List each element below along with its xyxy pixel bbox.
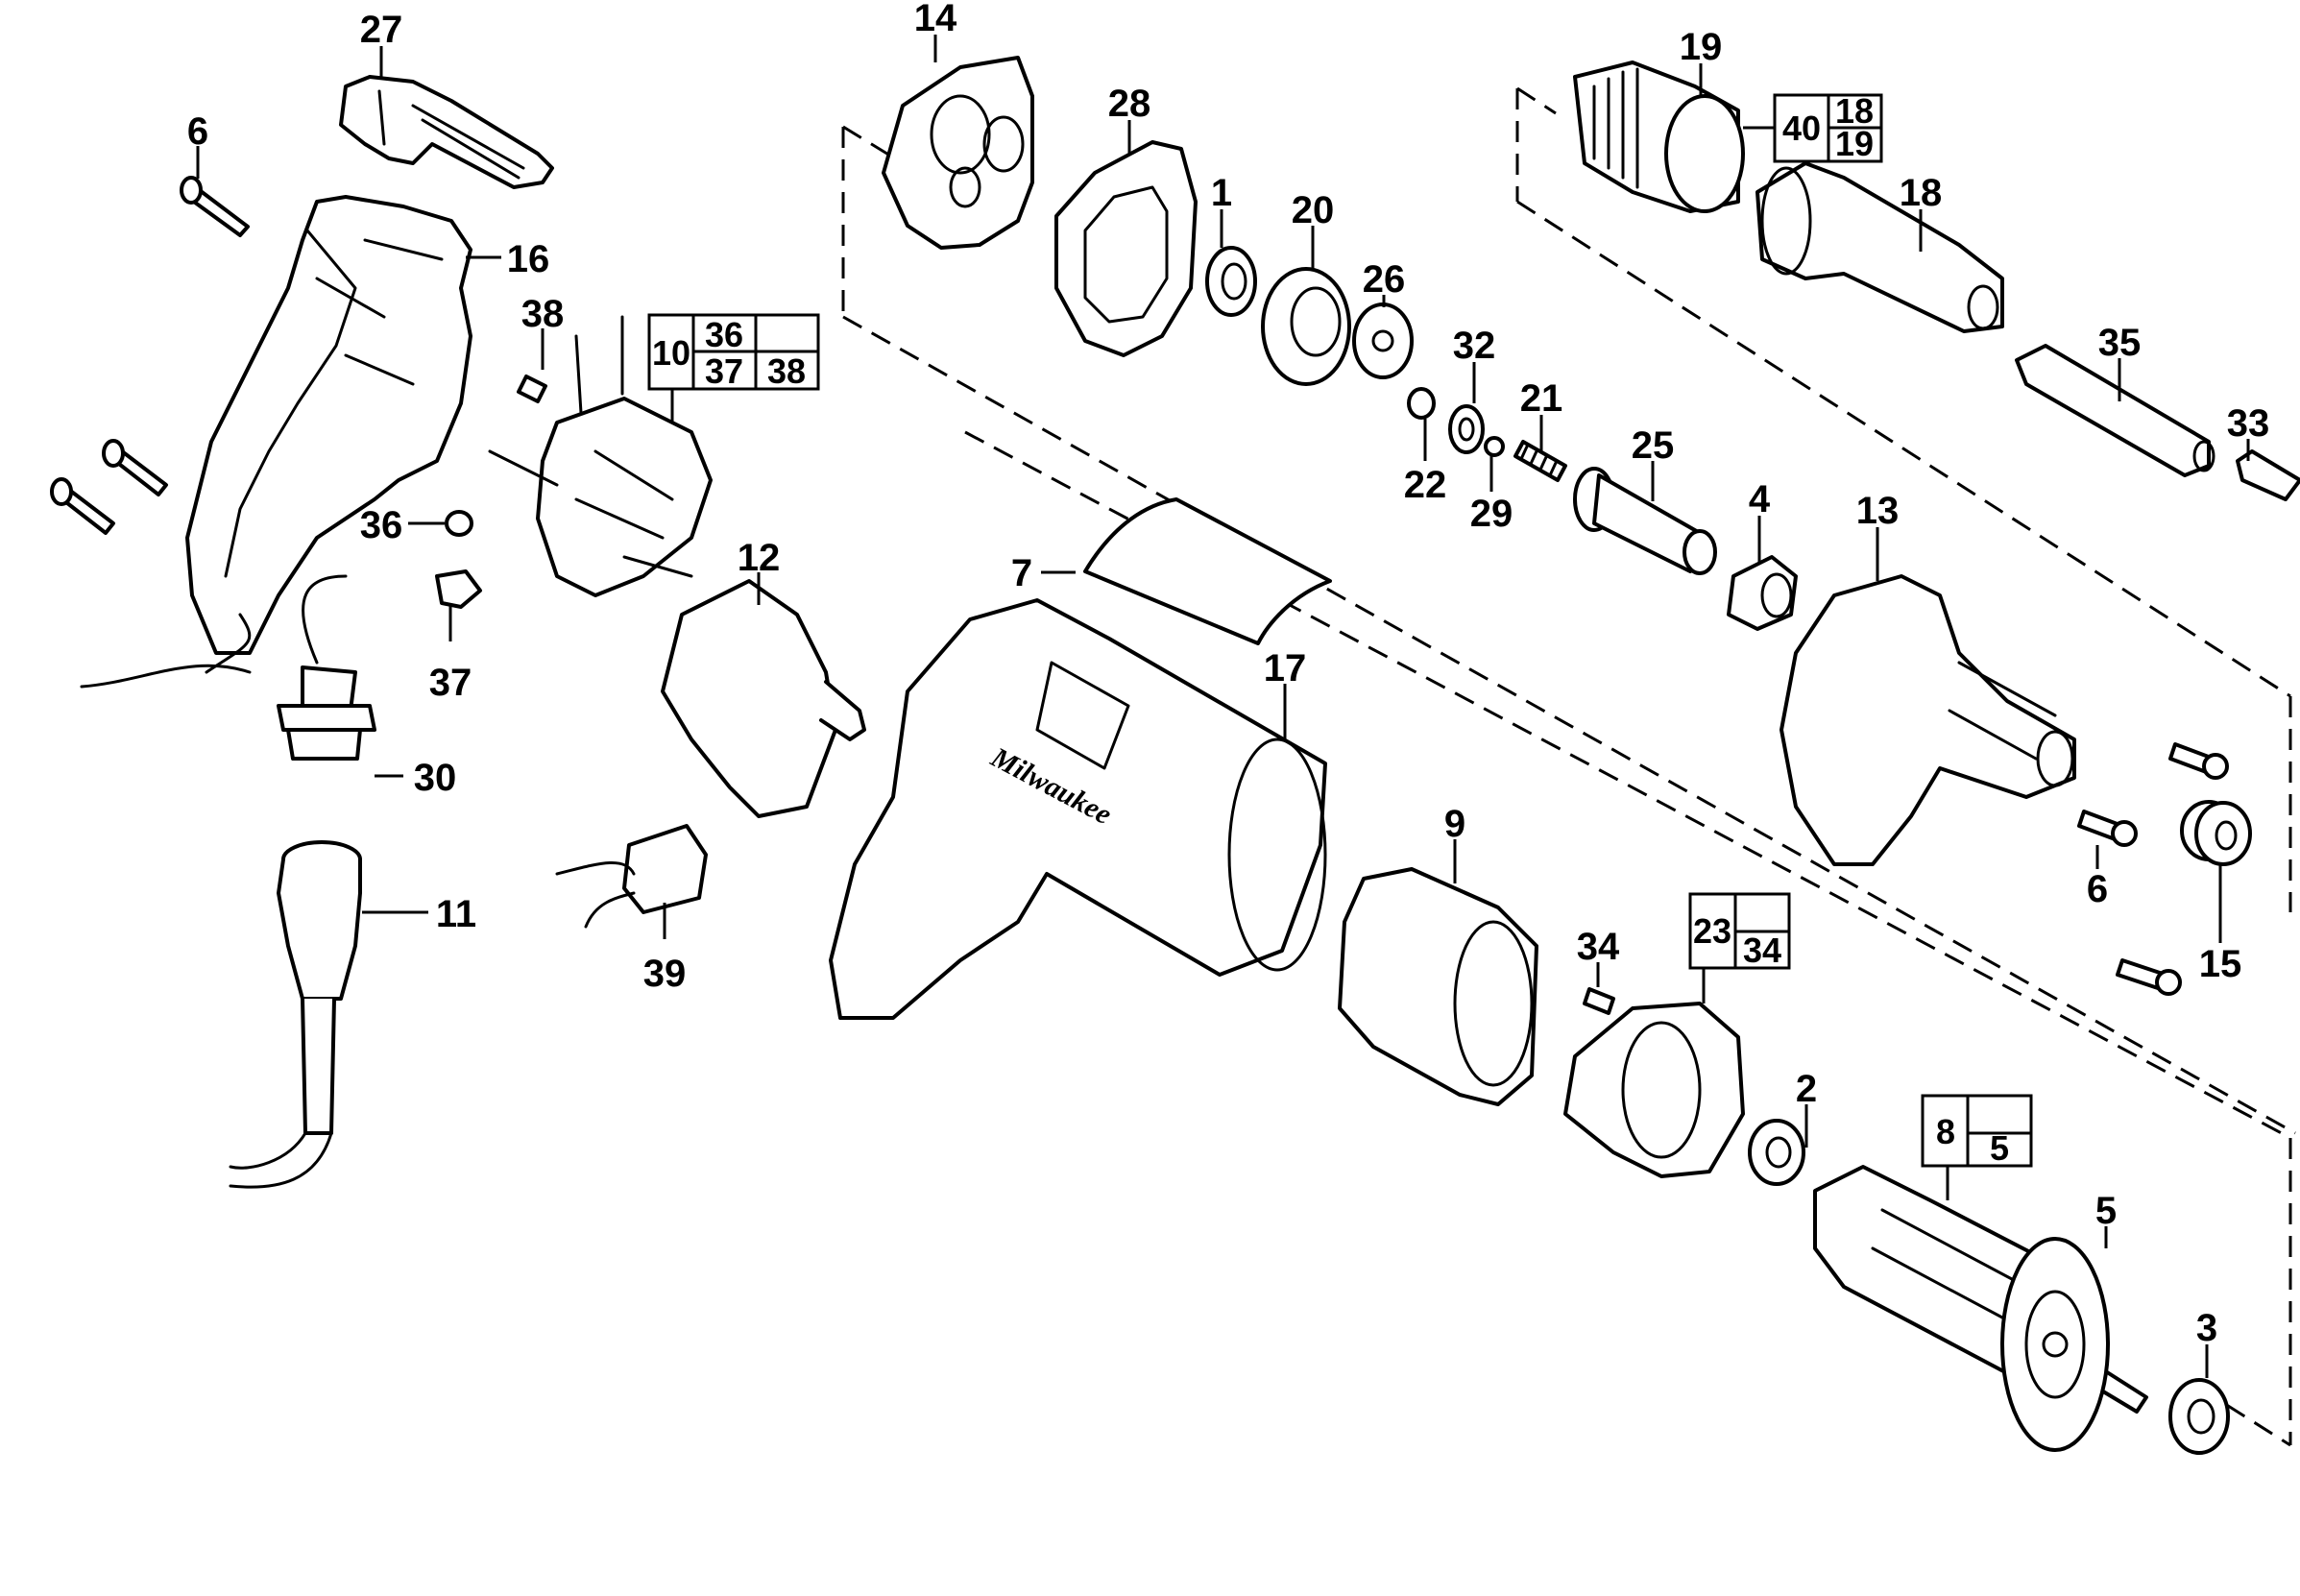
kit-10-cell-37: 37 bbox=[705, 351, 743, 391]
spindle-part bbox=[1573, 467, 1717, 575]
locator-sleeve-part bbox=[1573, 60, 1745, 213]
callout-34[interactable]: 34 bbox=[1577, 926, 1620, 968]
screw-handle-part bbox=[50, 176, 250, 535]
callout-33[interactable]: 33 bbox=[2227, 402, 2270, 445]
gear-part bbox=[1261, 267, 1351, 386]
motor-housing-part: Milwaukee bbox=[829, 598, 1327, 1020]
callout-30[interactable]: 30 bbox=[414, 757, 457, 799]
kit-10-main: 10 bbox=[652, 333, 690, 373]
gasket-part bbox=[1054, 140, 1198, 357]
brush-holder-part bbox=[488, 315, 713, 597]
kit-box-23[interactable]: 23 34 bbox=[1688, 892, 1791, 970]
callout-28[interactable]: 28 bbox=[1108, 83, 1151, 125]
callout-21[interactable]: 21 bbox=[1520, 377, 1563, 420]
belt-clip-part bbox=[339, 75, 554, 189]
washer-part bbox=[1448, 404, 1485, 454]
bit-holder-part bbox=[2015, 344, 2215, 477]
callout-11[interactable]: 11 bbox=[436, 893, 476, 935]
clutch-part bbox=[1352, 302, 1414, 379]
callout-36[interactable]: 36 bbox=[360, 504, 403, 546]
callout-17[interactable]: 17 bbox=[1264, 647, 1307, 689]
screw-gear-case-part bbox=[2077, 742, 2229, 996]
bearing-plate-part bbox=[882, 56, 1034, 250]
callout-14[interactable]: 14 bbox=[914, 0, 957, 39]
callout-5[interactable]: 5 bbox=[2095, 1190, 2117, 1232]
spacer-part bbox=[1407, 387, 1436, 420]
ball-bearing-1-part bbox=[1205, 246, 1257, 317]
kit-box-10[interactable]: 10 36 37 38 bbox=[647, 313, 820, 391]
callout-29[interactable]: 29 bbox=[1470, 493, 1513, 535]
callout-16[interactable]: 16 bbox=[507, 238, 550, 280]
boundary-motor-upper bbox=[964, 430, 2291, 1140]
kit-box-40[interactable]: 40 18 19 bbox=[1773, 91, 1883, 163]
ball-bearing-2-part bbox=[1748, 1119, 1805, 1186]
needle-bearing-part bbox=[1727, 555, 1798, 631]
kit-box-8[interactable]: 8 5 bbox=[1921, 1094, 2033, 1168]
boundary-nose-diag bbox=[1516, 200, 2291, 698]
callout-13[interactable]: 13 bbox=[1856, 490, 1900, 532]
callout-6[interactable]: 6 bbox=[187, 110, 208, 153]
callout-3[interactable]: 3 bbox=[2196, 1307, 2217, 1349]
nameplate-part bbox=[1083, 497, 1332, 645]
fan-part bbox=[2000, 1237, 2110, 1452]
callout-20[interactable]: 20 bbox=[1292, 189, 1335, 231]
capacitor-part bbox=[555, 824, 708, 929]
boundary-gear-bottom bbox=[842, 315, 2296, 1135]
boundary-nose-top bbox=[1516, 86, 1557, 115]
callout-32[interactable]: 32 bbox=[1453, 325, 1496, 367]
kit-40-main: 40 bbox=[1782, 109, 1821, 148]
kit-40-cell-18: 18 bbox=[1835, 91, 1874, 131]
kit-10-cell-38: 38 bbox=[767, 351, 806, 391]
callout-26[interactable]: 26 bbox=[1363, 258, 1406, 301]
callout-19[interactable]: 19 bbox=[1680, 26, 1723, 68]
callout-22[interactable]: 22 bbox=[1404, 464, 1447, 506]
callout-38[interactable]: 38 bbox=[521, 293, 565, 335]
callout-labels: 27 6 16 38 36 37 30 11 12 39 14 28 1 20 … bbox=[187, 0, 2269, 1349]
sleeve-part bbox=[517, 375, 547, 403]
callout-6-gear-case[interactable]: 6 bbox=[2087, 868, 2108, 910]
ball-bearing-3-part bbox=[2168, 1378, 2230, 1455]
callout-35[interactable]: 35 bbox=[2098, 322, 2142, 364]
callout-1[interactable]: 1 bbox=[1211, 172, 1232, 214]
callout-37[interactable]: 37 bbox=[429, 662, 472, 704]
spring-part bbox=[1513, 440, 1567, 482]
callout-12[interactable]: 12 bbox=[738, 537, 781, 579]
gear-case-part bbox=[1779, 574, 2076, 866]
assembly-boundary-nose bbox=[1515, 86, 2292, 912]
callout-27[interactable]: 27 bbox=[360, 9, 403, 51]
kit-40-cell-19: 19 bbox=[1835, 124, 1874, 163]
clip-part bbox=[445, 510, 473, 537]
brush-part bbox=[1583, 987, 1615, 1015]
cord-socket-part bbox=[80, 574, 376, 761]
brush-holder-23-part bbox=[1563, 1002, 1745, 1178]
retaining-ring-part bbox=[1484, 436, 1505, 457]
callout-9[interactable]: 9 bbox=[1444, 803, 1465, 845]
lock-button-part bbox=[435, 569, 482, 609]
callout-7[interactable]: 7 bbox=[1011, 552, 1032, 594]
quik-lok-cord-part bbox=[229, 840, 362, 1189]
kit-8-cell-5: 5 bbox=[1990, 1128, 2009, 1168]
nose-cone-part bbox=[1755, 161, 2004, 333]
callout-2[interactable]: 2 bbox=[1796, 1068, 1817, 1110]
kit-23-cell-34: 34 bbox=[1743, 931, 1781, 970]
boundary-gear-left bbox=[842, 125, 904, 165]
callout-4[interactable]: 4 bbox=[1749, 478, 1771, 520]
kit-8-main: 8 bbox=[1936, 1112, 1955, 1151]
assembly-boundary-gear bbox=[841, 125, 2296, 1135]
callout-15[interactable]: 15 bbox=[2199, 943, 2242, 985]
kit-10-cell-36: 36 bbox=[705, 315, 743, 354]
handle-half-part bbox=[185, 195, 472, 655]
callout-18[interactable]: 18 bbox=[1900, 172, 1943, 214]
bumper-part bbox=[2180, 800, 2252, 866]
field-part bbox=[1338, 867, 1538, 1106]
switch-part bbox=[661, 579, 866, 818]
callout-39[interactable]: 39 bbox=[643, 953, 687, 995]
kit-23-main: 23 bbox=[1693, 911, 1731, 951]
leader-lines bbox=[196, 35, 2250, 1378]
callout-25[interactable]: 25 bbox=[1632, 424, 1675, 467]
